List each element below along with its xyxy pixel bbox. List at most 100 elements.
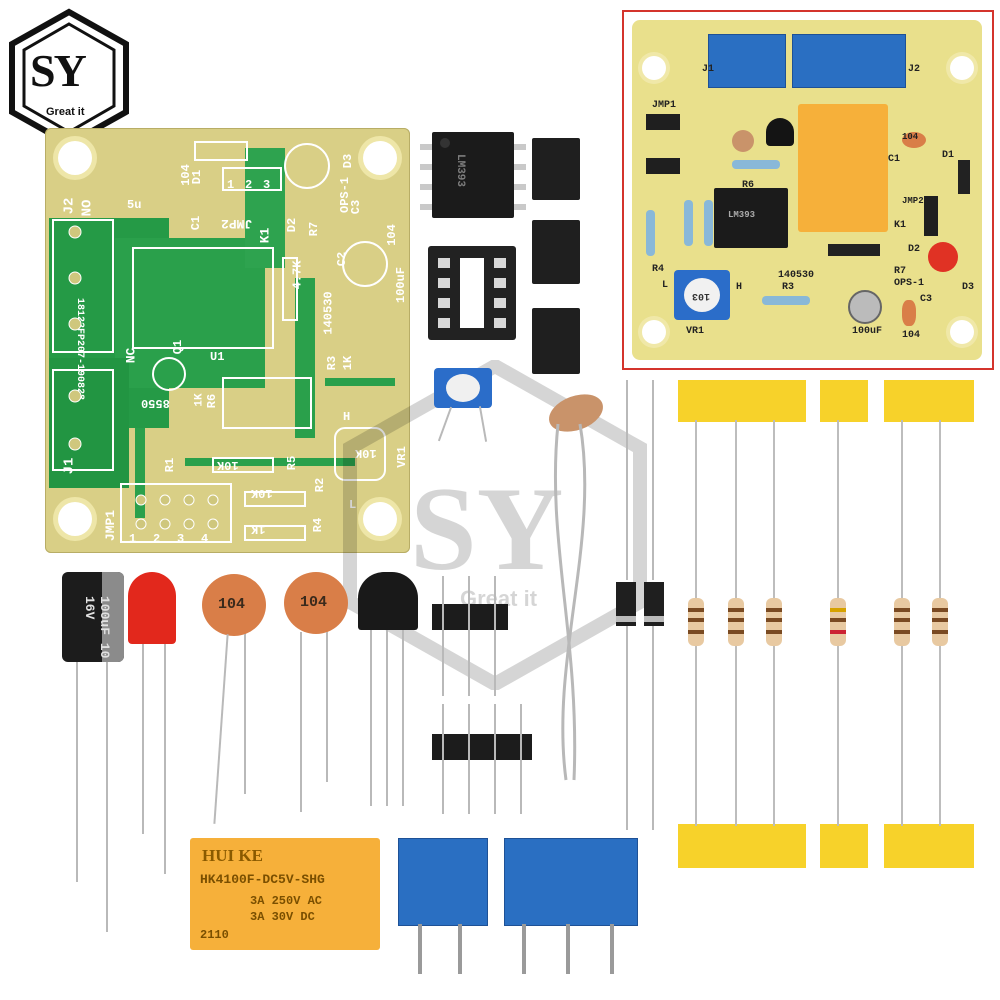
inset-h: H [736,282,743,293]
relay-rating-2: 3A 30V DC [250,910,315,924]
inset-date: 140530 [778,270,815,281]
ceramic-c1 [902,132,926,148]
inset-d3: D3 [962,282,975,293]
resistor-tape-top-3 [884,380,974,422]
electrolytic-capacitor: 100uF 10 16V [62,572,124,662]
label-jmp2-pin2: 2 [245,178,253,192]
inset-cap: 100uF [852,326,883,337]
inset-r3: R3 [782,282,795,293]
inset-c1: C1 [888,154,901,165]
inset-code: 104 [902,330,921,341]
jumper-jmp1-b [646,158,680,174]
jumper-cap-3 [532,308,580,374]
assembled-pcb: LM393 103 J1 J2 JMP1 JMP2 [632,20,982,360]
jumper-cap-2 [532,220,580,284]
ceramic-capacitor-1: 104 [202,574,266,636]
ceramic-c3 [902,300,916,326]
inset-d2: D2 [908,244,921,255]
resistor-r4a [646,210,655,256]
relay-rating-1: 3A 250V AC [250,894,323,908]
ic-pins-icon [420,144,526,210]
inset-j1: J1 [702,64,715,75]
ic-chip: LM393 [432,132,514,218]
inset-d1: D1 [942,150,955,161]
pcb-silkscreen-outlines [52,141,388,543]
logo-tagline: Great it [46,106,85,118]
jumper-jmp1-a [646,114,680,130]
inset-ops1: OPS-1 [894,278,925,289]
resistors-icon [688,420,948,826]
inset-r7: R7 [894,266,907,277]
inset-k1: K1 [894,220,907,231]
inset-c3: C3 [920,294,933,305]
led-d3 [928,242,958,272]
label-pin1: 1 [129,532,137,546]
logo-letters: SY [30,45,87,96]
relay-code: 2110 [200,928,229,942]
mounting-hole [58,502,92,536]
watermark-letters: SY [410,462,564,595]
ceramic-capacitor-2: 104 [284,572,348,634]
relay-brand: HUI KE [202,846,263,865]
inset-r6: R6 [742,180,755,191]
screw-terminal-3pin [504,838,638,926]
ceramic-2-code: 104 [300,594,328,611]
diode-d2 [828,244,880,256]
label-pin3: 3 [177,532,185,546]
relay-k1 [798,104,888,232]
cap-c2 [848,290,882,324]
label-l: L [349,498,357,512]
screw-terminal-2pin [398,838,488,926]
resistor-tape-top-2 [820,380,868,422]
trimmer-potentiometer [434,368,492,408]
relay: HUI KE HK4100F-DC5V-SHG 3A 250V AC 3A 30… [190,838,380,950]
resistor-tape-top-1 [678,380,806,422]
pot-code: 103 [692,290,711,301]
resistor-r1 [684,200,693,246]
jumper-cap-1 [532,138,580,200]
ldr-leads-icon [553,423,587,781]
ic-socket [428,246,516,340]
diode-1 [616,582,636,626]
transistor-q1 [766,118,794,146]
resistor-tape-bottom-1 [678,824,806,868]
brand-logo: SY Great it [6,8,132,148]
ceramic-1-code: 104 [218,596,246,613]
red-led [128,572,176,644]
inset-vr1: VR1 [686,326,705,337]
jumper-jmp2 [924,196,938,236]
terminal-j1 [708,34,786,88]
inset-l: L [662,280,669,291]
label-h: H [343,410,351,424]
pin-header-4 [432,734,532,760]
terminal-j2 [792,34,906,88]
mounting-hole [58,141,92,175]
label-u1: U1 [210,350,225,364]
label-pin2: 2 [153,532,161,546]
label-5u: 5u [127,198,142,212]
diode-d1 [958,160,970,194]
bare-pcb: J2 NO NC J1 18122FP207-190828 D1 104 5u … [45,128,410,553]
diode-2 [644,582,664,626]
inset-r4: R4 [652,264,665,275]
resistor-tape-bottom-3 [884,824,974,868]
inset-j2: J2 [908,64,921,75]
relay-model: HK4100F-DC5V-SHG [200,872,325,887]
inset-jmp1: JMP1 [652,100,677,111]
label-jmp2-pin1: 1 [227,178,235,192]
photoresistor [732,130,754,152]
resistor-r5 [704,200,713,246]
label-pin4: 4 [201,532,209,546]
label-jmp2-pin3: 3 [263,178,271,192]
resistor-tape-bottom-2 [820,824,868,868]
mounting-hole [363,502,397,536]
ic-u1 [714,188,788,248]
inset-c1-code: 104 [902,132,919,142]
mounting-hole [363,141,397,175]
ic-inset-text: LM393 [728,210,756,220]
transistor [358,572,418,630]
resistor-r3 [762,296,810,305]
resistor-r6 [732,160,780,169]
inset-jmp2: JMP2 [902,196,924,206]
potentiometer-vr1: 103 [674,270,730,320]
